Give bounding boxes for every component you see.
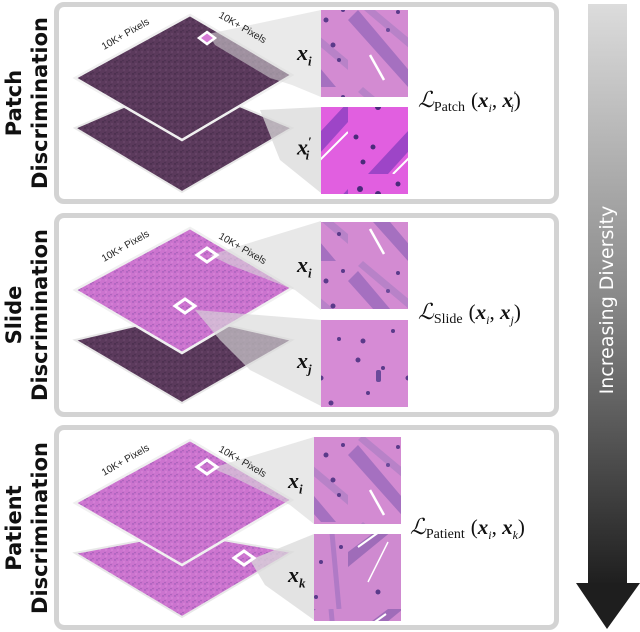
region-highlight	[196, 30, 218, 46]
var-xi-slide: xi	[297, 252, 312, 281]
patch-image-xj	[321, 320, 408, 407]
loss-patch: ℒPatch(xi, x′i)	[418, 88, 521, 116]
projection-cone-top	[208, 10, 321, 97]
patch-image-xk	[314, 534, 401, 621]
projection-cone-bottom	[195, 310, 321, 406]
region-highlight-top	[194, 246, 220, 264]
var-xi-patient: xi	[288, 468, 303, 497]
patch-image-xi-patient	[314, 437, 401, 524]
patch-image-xi-patch	[321, 10, 408, 97]
projection-cone-bottom	[250, 534, 314, 620]
loss-slide: ℒSlide(xi, xj)	[418, 300, 521, 328]
arrow-shaft	[588, 4, 627, 586]
region-highlight-bottom	[172, 297, 198, 315]
arrow-label: Increasing Diversity	[596, 205, 618, 395]
region-highlight-top	[194, 458, 220, 476]
region-highlight-bottom	[231, 549, 257, 567]
var-xi-patch: xi	[297, 40, 312, 69]
var-xi-prime: x′i	[297, 134, 312, 163]
slide-panel-scene: 10K+ Pixels 10K+ Pixels	[72, 221, 321, 406]
increasing-diversity-arrow	[576, 4, 640, 629]
projection-cone-bottom	[260, 107, 321, 193]
projection-cone-top	[212, 437, 314, 524]
patch-panel-scene: 10K+ Pixels 10K+ Pixels	[72, 10, 321, 194]
arrow-head-icon	[576, 583, 640, 629]
projection-cone-top	[210, 221, 321, 310]
var-xk: xk	[288, 562, 306, 591]
patch-image-xi-prime	[321, 107, 408, 194]
patch-image-xi-slide	[321, 222, 408, 309]
patient-panel-scene: 10K+ Pixels 10K+ Pixels	[72, 437, 314, 620]
var-xj: xj	[297, 348, 312, 377]
loss-patient: ℒPatient(xi, xk)	[410, 515, 525, 543]
